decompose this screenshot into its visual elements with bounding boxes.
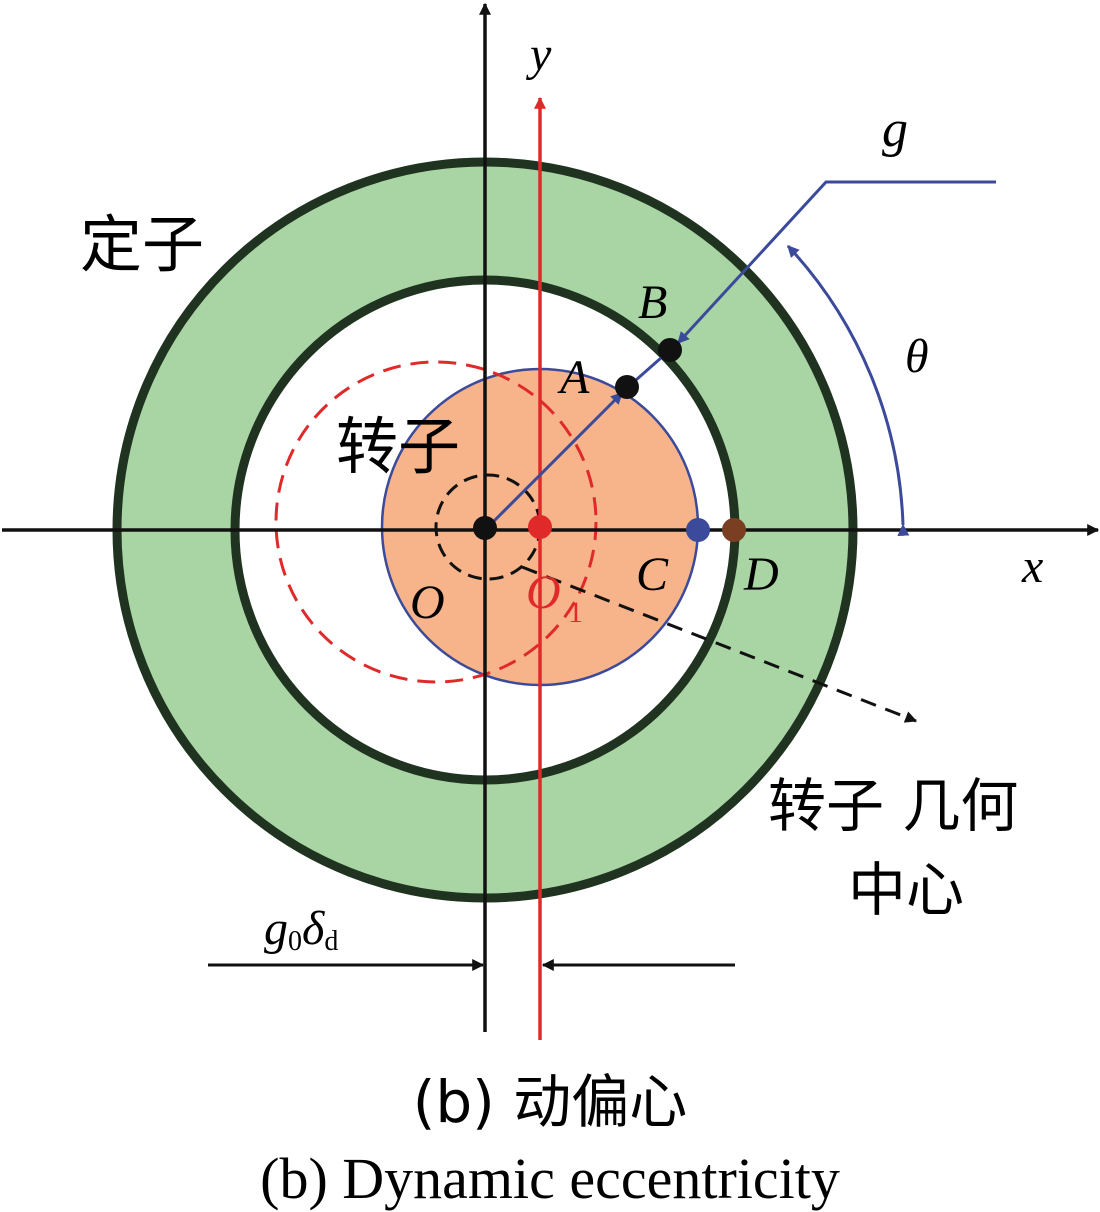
- stator-label: 定子: [80, 208, 204, 281]
- rotor-orbit-circle: [274, 360, 598, 684]
- caption-chinese: (b) 动偏心: [413, 1068, 688, 1136]
- rotor-center-point: [528, 515, 552, 539]
- point-a: [615, 375, 639, 399]
- point-a-label: A: [557, 351, 590, 404]
- geometric-center-label-line1: 转子 几何: [768, 772, 1018, 840]
- y-axis-label: y: [525, 28, 552, 81]
- theta-arc: [786, 244, 910, 536]
- point-d: [722, 518, 746, 542]
- origin-point: [473, 516, 497, 540]
- rotor-center-subscript: 1: [568, 596, 583, 629]
- geometric-center-arrow: [521, 565, 918, 723]
- gap-label: g: [882, 101, 908, 158]
- radius-arrow: [483, 391, 624, 532]
- caption-english: (b) Dynamic eccentricity: [260, 1146, 840, 1211]
- rotor-label: 转子: [336, 410, 460, 483]
- theta-label: θ: [905, 330, 929, 383]
- origin-label: O: [410, 576, 445, 629]
- point-c: [686, 518, 710, 542]
- rotor-center-label: O: [526, 566, 561, 619]
- point-b: [658, 338, 682, 362]
- point-c-label: C: [636, 548, 669, 601]
- x-axis-label: x: [1021, 540, 1043, 593]
- point-d-label: D: [743, 548, 779, 601]
- offset-label: g0δd: [264, 902, 338, 957]
- geometric-center-label-line2: 中心: [848, 856, 964, 924]
- point-b-label: B: [638, 276, 667, 329]
- gap-pointer-arrow: [676, 180, 996, 345]
